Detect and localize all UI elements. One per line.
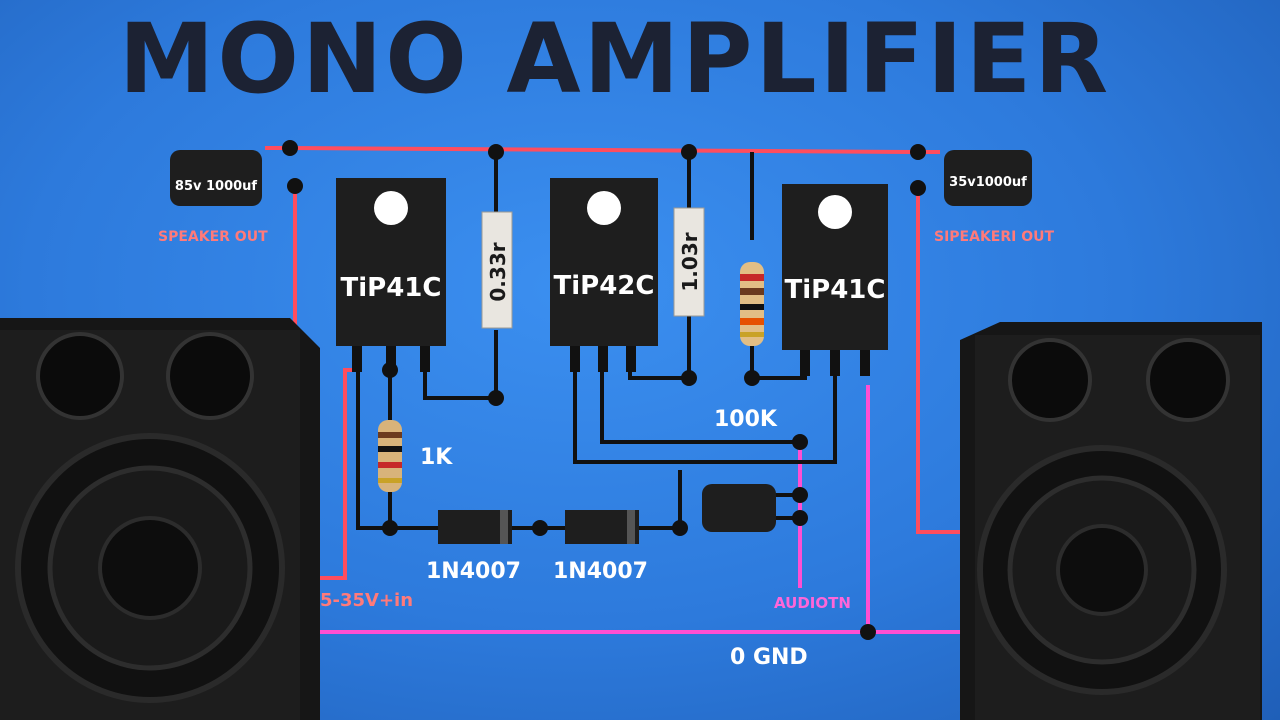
diode-right-label: 1N4007 — [553, 559, 648, 584]
resistor-100k — [740, 262, 764, 346]
capacitor-right-label: 35v1000uf — [949, 175, 1027, 190]
power-in-label: 5-35V+in — [320, 590, 413, 611]
resistor-1k-label: 1K — [420, 445, 453, 470]
capacitor-left-label: 85v 1000uf — [175, 179, 258, 194]
diode-right — [565, 510, 639, 544]
capacitor-left: 85v 1000uf — [170, 150, 262, 206]
speaker-out-left-label: SPEAKER OUT — [158, 229, 268, 245]
power-resistor-1-label: 0.33r — [486, 242, 510, 301]
audio-in-label: AUDIOTN — [774, 594, 851, 612]
speaker-out-right-label: SIPEAKERI OUT — [934, 229, 1054, 245]
transistor-1-label: TiP41C — [341, 273, 442, 303]
resistor-1k — [378, 420, 402, 492]
transistor-1: TiP41C — [336, 178, 446, 372]
transistor-2: TiP42C — [550, 178, 658, 372]
transistor-2-label: TiP42C — [554, 271, 655, 301]
transistor-3-label: TiP41C — [785, 275, 886, 305]
transistor-3: TiP41C — [782, 184, 888, 376]
resistor-100k-label: 100K — [714, 407, 778, 432]
speaker-left — [0, 318, 320, 720]
diode-left-label: 1N4007 — [426, 559, 521, 584]
capacitor-right: 35v1000uf — [944, 150, 1032, 206]
ground-label: 0 GND — [730, 645, 808, 670]
power-resistor-2: 1.03r — [673, 207, 705, 317]
diode-left — [438, 510, 512, 544]
speaker-right — [960, 322, 1262, 720]
input-capacitor — [702, 484, 776, 532]
power-resistor-1: 0.33r — [481, 211, 513, 329]
page-title: MONO AMPLIFIER — [118, 3, 1112, 115]
power-resistor-2-label: 1.03r — [678, 232, 702, 291]
